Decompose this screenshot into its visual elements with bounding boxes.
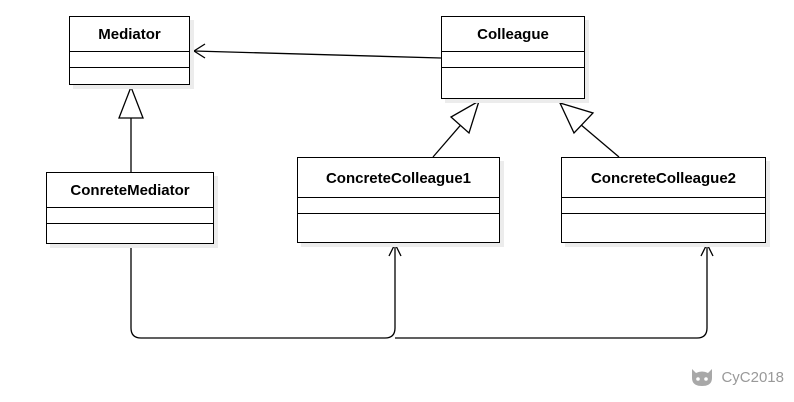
generalization-arrowhead [558, 101, 595, 135]
association-conretemediator-to-colleague1 [130, 244, 396, 339]
class-attributes [562, 198, 765, 214]
generalization-concretecolleague1-to-colleague [432, 119, 466, 158]
generalization-concretecolleague2-to-colleague [579, 123, 620, 158]
class-operations [562, 214, 765, 242]
generalization-arrowhead [449, 99, 481, 135]
watermark: CyC2018 [689, 366, 784, 388]
class-operations [298, 214, 499, 242]
class-attributes [70, 52, 189, 68]
watermark-text: CyC2018 [721, 368, 784, 386]
class-conretemediator: ConreteMediator [46, 172, 214, 244]
class-name: ConreteMediator [47, 173, 213, 208]
generalization-arrowhead [118, 85, 144, 119]
class-attributes [47, 208, 213, 224]
class-name: Mediator [70, 17, 189, 52]
github-octocat-icon [692, 369, 713, 386]
class-attributes [442, 52, 584, 68]
class-name: ConcreteColleague1 [298, 158, 499, 198]
class-operations [70, 68, 189, 84]
association-conretemediator-to-colleague2 [395, 244, 708, 339]
class-operations [47, 224, 213, 243]
association-colleague-to-mediator [193, 50, 442, 59]
class-colleague: Colleague [441, 16, 585, 99]
class-concretecolleague2: ConcreteColleague2 [561, 157, 766, 243]
association-arrowhead [192, 43, 206, 59]
class-operations [442, 68, 584, 98]
class-attributes [298, 198, 499, 214]
association-arrowhead [388, 242, 402, 257]
association-arrowhead [700, 242, 714, 257]
class-name: Colleague [442, 17, 584, 52]
class-name: ConcreteColleague2 [562, 158, 765, 198]
class-concretecolleague1: ConcreteColleague1 [297, 157, 500, 243]
class-mediator: Mediator [69, 16, 190, 85]
